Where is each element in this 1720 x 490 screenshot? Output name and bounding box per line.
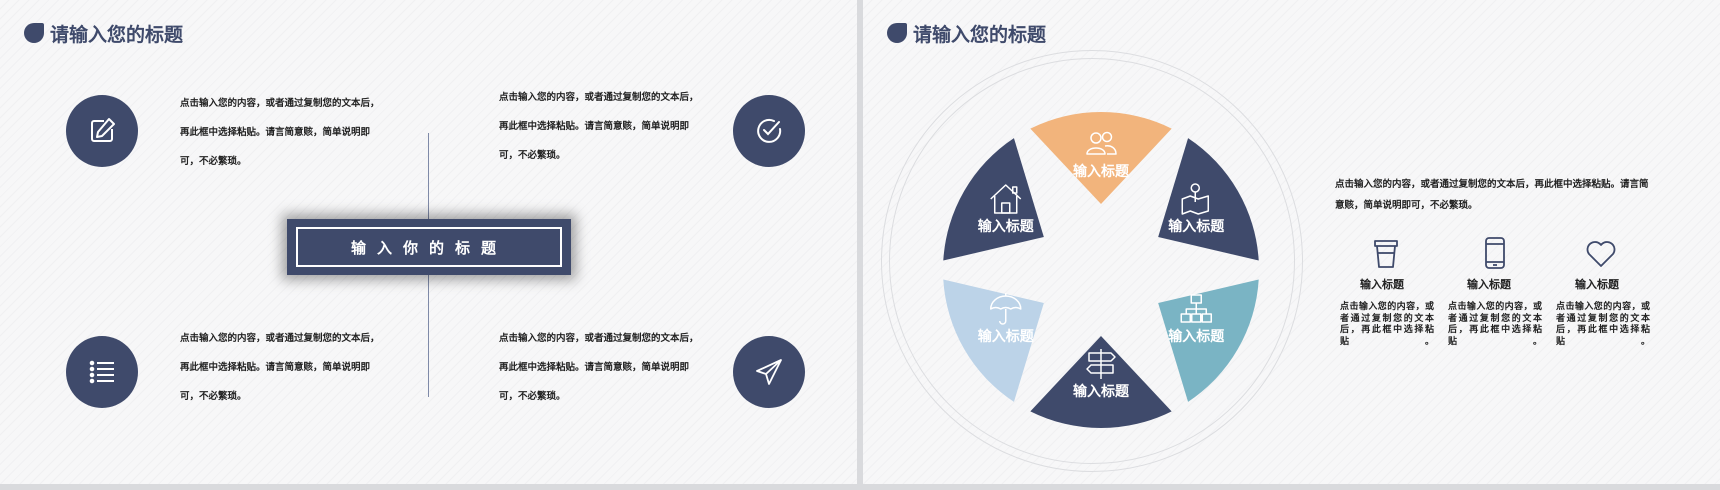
text-line: 可，不必繁琐。 [499,391,566,402]
outer-ring-inner [889,58,1295,464]
text-line: 再此框中选择粘贴。请言简意赅，简单说明即 [499,362,690,373]
signpost-icon [1086,349,1116,379]
text-block-3: 点击输入您的内容，或者通过复制您的文本后， 再此框中选择粘贴。请言简意赅，简单说… [180,324,390,411]
list-icon-circle [66,336,138,408]
paper-plane-icon-circle [733,336,805,408]
item-title: 输入标题 [1575,278,1619,291]
text-line: 点击输入您的内容，或者通过复制您的文本后， [499,333,699,344]
phone-icon [1485,237,1505,269]
intro-text: 点击输入您的内容，或者通过复制您的文本后，再此框中选择粘贴。请言简 意赅，简单说… [1335,174,1649,216]
text-line: 可，不必繁琐。 [499,150,566,161]
right-slide: 请输入您的标题 输入标题输入标题输入标题输入标题输入标题输入标题 点击输入您的内… [863,0,1720,484]
wheel-segment-label: 输入标题 [978,218,1035,235]
sitemap-icon [1180,294,1213,323]
wheel-segment-label: 输入标题 [1168,218,1225,235]
text-line: 可，不必繁琐。 [180,156,247,167]
slide-title: 请输入您的标题 [24,20,183,46]
wheel-segment [1158,279,1259,402]
heart-icon [1586,241,1616,267]
wheel-segment [943,279,1044,402]
item-text: 点击输入您的内容，或者通过复制您的文本后，再此框中选择粘贴。 [1448,302,1542,347]
wheel-segment [1030,112,1172,204]
check-circle-icon-circle [733,95,805,167]
paper-plane-icon [756,359,782,385]
text-line: 点击输入您的内容，或者通过复制您的文本后， [180,98,380,109]
intro-line: 意赅，简单说明即可，不必繁琐。 [1335,200,1478,211]
wheel-segment [1030,336,1172,429]
slide-title-text: 请输入您的标题 [913,23,1047,46]
title-bullet-icon [887,23,907,43]
text-line: 点击输入您的内容，或者通过复制您的文本后， [180,333,380,344]
left-slide: 请输入您的标题 点击输入您的内容，或者通过复制您的文本后， 再此框中选择粘贴。请 [0,0,857,484]
item-text: 点击输入您的内容，或者通过复制您的文本后，再此框中选择粘贴。 [1340,302,1434,347]
text-block-4: 点击输入您的内容，或者通过复制您的文本后， 再此框中选择粘贴。请言简意赅，简单说… [499,324,709,411]
umbrella-icon [989,293,1022,325]
item-title: 输入标题 [1467,278,1511,291]
center-title-box: 输入你的标题 [287,219,571,275]
map-pin-icon [1181,183,1210,215]
wheel-segment-label: 输入标题 [1168,328,1225,345]
wheel-segment-label: 输入标题 [1073,163,1130,180]
item-text: 点击输入您的内容，或者通过复制您的文本后，再此框中选择粘贴。 [1556,302,1650,347]
center-title-text: 输入你的标题 [296,227,562,267]
check-circle-icon [757,118,782,143]
home-icon [990,184,1022,214]
outer-ring [881,50,1303,472]
text-line: 再此框中选择粘贴。请言简意赅，简单说明即 [180,127,371,138]
text-line: 再此框中选择粘贴。请言简意赅，简单说明即 [499,121,690,132]
text-block-1: 点击输入您的内容，或者通过复制您的文本后， 再此框中选择粘贴。请言简意赅，简单说… [180,89,390,176]
edit-icon [91,118,115,142]
list-icon [89,360,114,384]
wheel-segment [943,138,1044,261]
item-title: 输入标题 [1360,278,1404,291]
wheel-segment-label: 输入标题 [1073,383,1130,400]
users-icon [1086,131,1117,155]
text-line: 可，不必繁琐。 [180,391,247,402]
intro-line: 点击输入您的内容，或者通过复制您的文本后，再此框中选择粘贴。请言简 [1335,179,1649,190]
text-line: 点击输入您的内容，或者通过复制您的文本后， [499,92,699,103]
edit-icon-circle [66,95,138,167]
cup-icon [1374,240,1398,268]
text-line: 再此框中选择粘贴。请言简意赅，简单说明即 [180,362,371,373]
title-bullet-icon [24,23,44,43]
wheel-segment-label: 输入标题 [978,328,1035,345]
text-block-2: 点击输入您的内容，或者通过复制您的文本后， 再此框中选择粘贴。请言简意赅，简单说… [499,83,709,170]
slide-title: 请输入您的标题 [887,20,1046,46]
slide-title-text: 请输入您的标题 [50,23,184,46]
